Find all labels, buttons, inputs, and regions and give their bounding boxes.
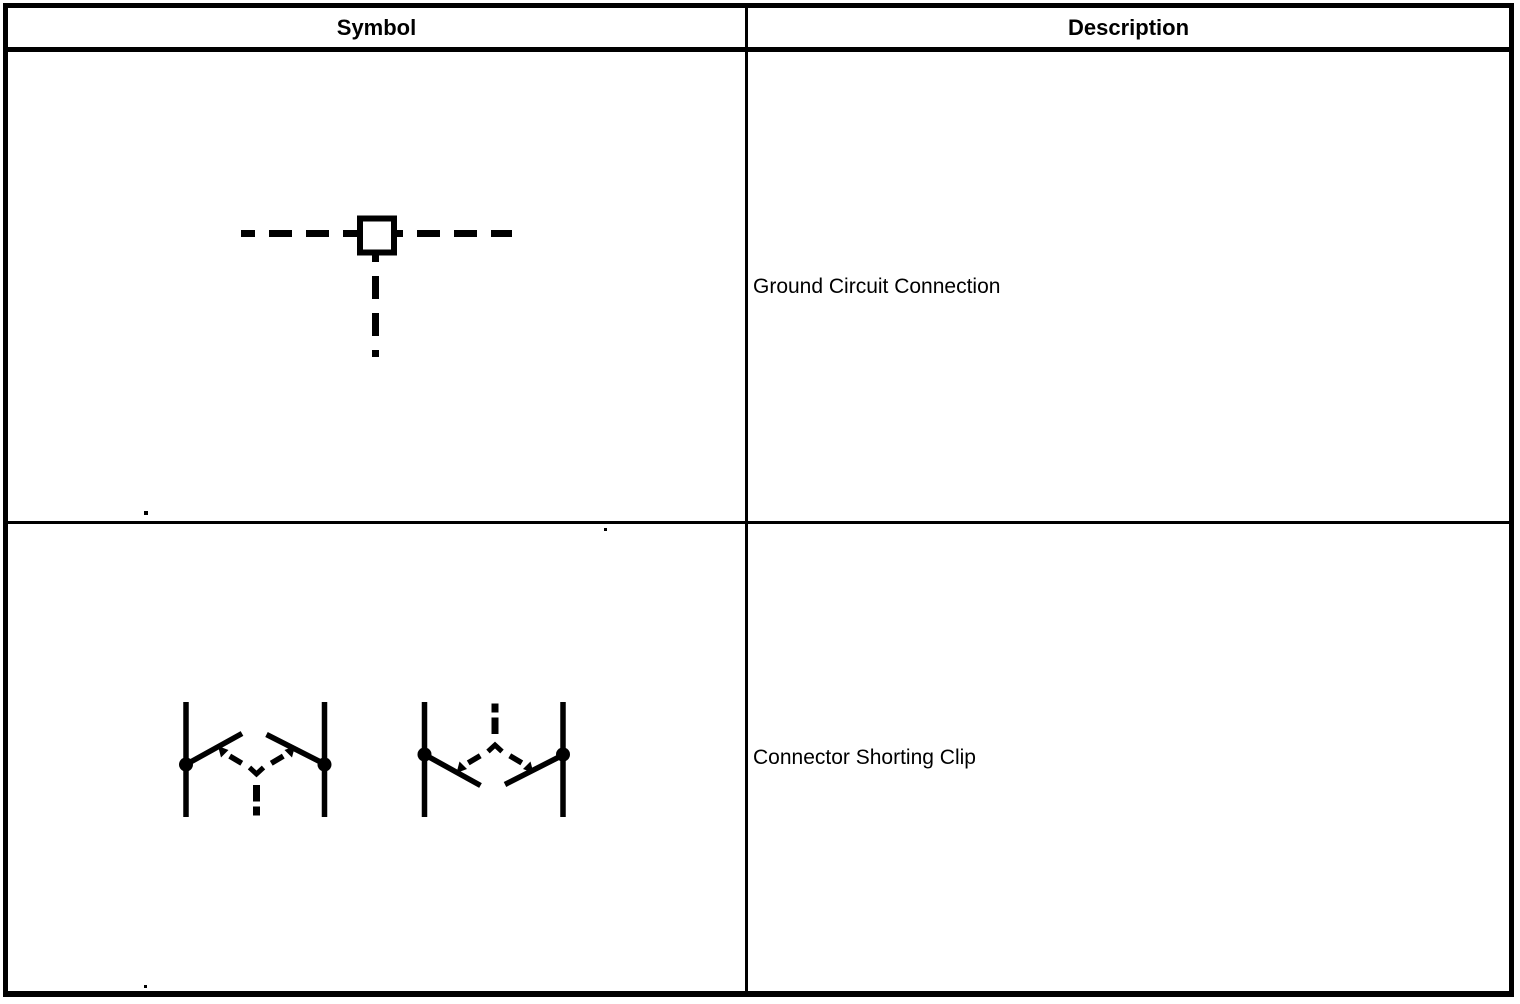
shorting-clip-left-glyph xyxy=(179,702,332,817)
table-header-row: Symbol Description xyxy=(8,8,1509,52)
table-row: Connector Shorting Clip xyxy=(8,524,1509,991)
symbol-cell xyxy=(8,52,748,521)
connector-shorting-clip-symbol xyxy=(144,528,607,988)
scan-speck xyxy=(144,511,148,515)
description-cell: Connector Shorting Clip xyxy=(753,745,976,769)
symbol-legend-table: Symbol Description Ground Circuit Connec… xyxy=(3,3,1514,997)
scan-speck xyxy=(604,528,607,531)
scan-speck xyxy=(144,985,147,988)
description-column-header: Description xyxy=(1067,14,1190,40)
symbol-column-header: Symbol xyxy=(8,8,748,47)
ground-circuit-connection-symbol xyxy=(144,215,512,515)
ground-junction-square xyxy=(357,215,397,256)
table-row: Ground Circuit Connection xyxy=(8,52,1509,524)
description-cell: Ground Circuit Connection xyxy=(753,274,1001,298)
symbol-cell xyxy=(8,524,748,991)
shorting-clip-right-glyph xyxy=(418,702,571,817)
